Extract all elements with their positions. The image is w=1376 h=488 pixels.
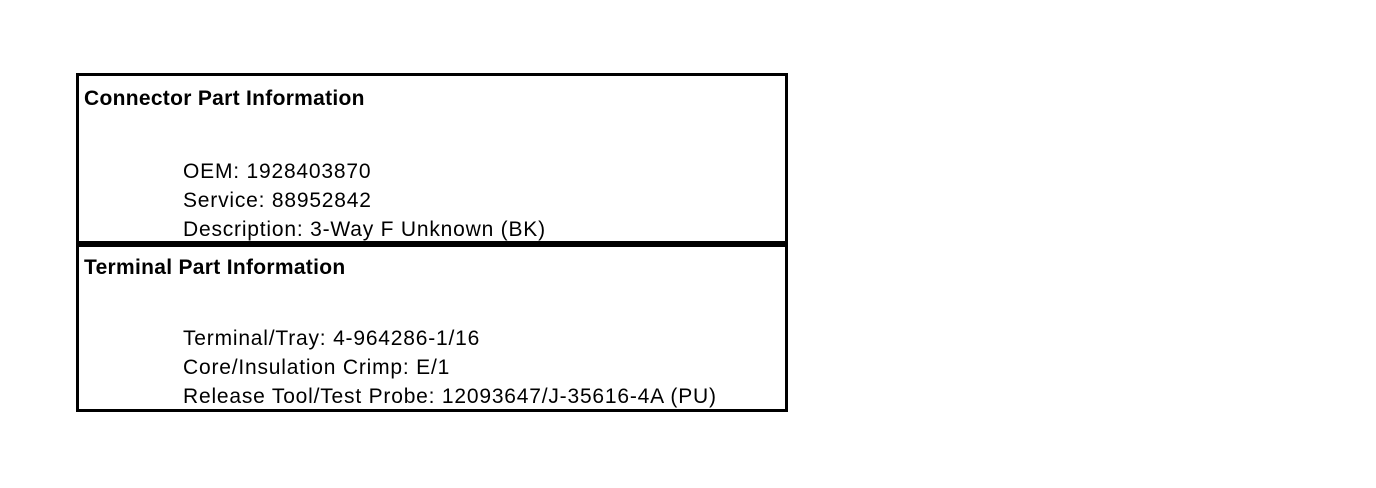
part-information-panel: Connector Part Information OEM: 19284038… — [76, 73, 788, 412]
terminal-box-title: Terminal Part Information — [84, 256, 346, 279]
connector-service-line: Service: 88952842 — [183, 189, 372, 212]
connector-box-lines: OEM: 1928403870 Service: 88952842 Descri… — [183, 157, 785, 241]
release-tool-test-probe-line: Release Tool/Test Probe: 12093647/J-3561… — [183, 385, 717, 408]
core-insulation-crimp-line: Core/Insulation Crimp: E/1 — [183, 356, 451, 379]
connector-part-information-box: Connector Part Information OEM: 19284038… — [76, 73, 788, 244]
connector-box-title: Connector Part Information — [84, 87, 365, 110]
terminal-part-information-box: Terminal Part Information Terminal/Tray:… — [76, 244, 788, 412]
connector-oem-line: OEM: 1928403870 — [183, 160, 372, 183]
terminal-tray-line: Terminal/Tray: 4-964286-1/16 — [183, 327, 481, 350]
terminal-box-lines: Terminal/Tray: 4-964286-1/16 Core/Insula… — [183, 324, 785, 409]
connector-description-line: Description: 3-Way F Unknown (BK) — [183, 218, 546, 241]
